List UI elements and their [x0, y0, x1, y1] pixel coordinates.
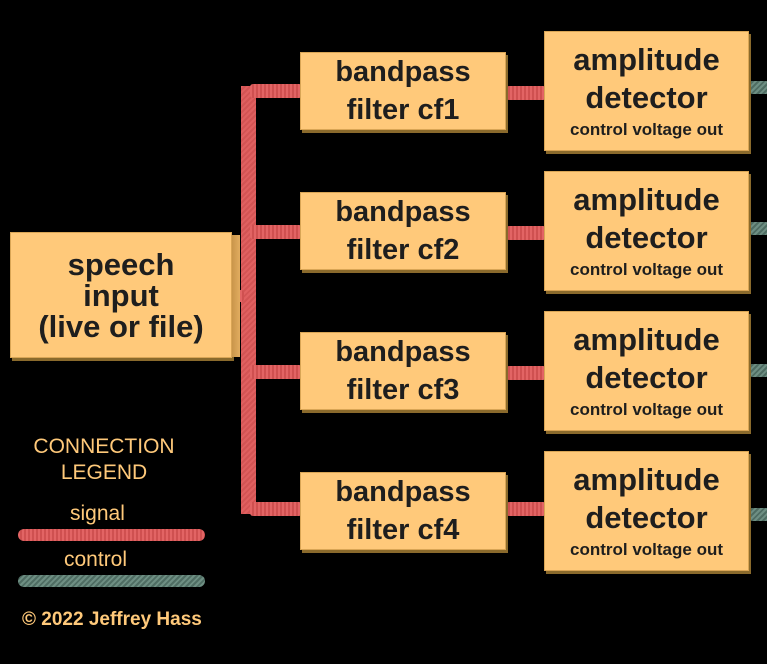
detector-label-line-1: amplitude [573, 462, 720, 497]
control-wire-out-3 [749, 364, 767, 377]
filter-label-line-1: bandpass [335, 56, 471, 88]
detector-label-line-2: detector [585, 500, 708, 535]
detector-sublabel: control voltage out [570, 260, 723, 279]
signal-bus-vertical [241, 86, 256, 514]
detector-label-line-2: detector [585, 220, 708, 255]
amplitude-detector-4: amplitude detector control voltage out [544, 451, 749, 571]
filter-label-line-2: filter cf3 [346, 374, 460, 406]
legend-control-swatch [18, 575, 205, 587]
filter-label-line-2: filter cf2 [346, 234, 460, 266]
filter-label-line-1: bandpass [335, 196, 471, 228]
filter-label-line-2: filter cf1 [346, 94, 460, 126]
detector-label-line-2: detector [585, 80, 708, 115]
signal-wire-to-filter-3 [250, 365, 302, 379]
legend-title: CONNECTION LEGEND [24, 434, 184, 486]
signal-wire-to-filter-4 [250, 502, 302, 516]
speech-input-line-3: (live or file) [38, 308, 204, 344]
signal-wire-filter1-detector1 [506, 86, 546, 100]
legend-title-line-1: CONNECTION [33, 435, 175, 458]
control-wire-out-1 [749, 81, 767, 94]
detector-label-line-1: amplitude [573, 42, 720, 77]
filter-label-line-1: bandpass [335, 476, 471, 508]
filter-label-line-2: filter cf4 [346, 514, 460, 546]
legend-signal-swatch [18, 529, 205, 541]
filter-label-line-1: bandpass [335, 336, 471, 368]
legend-control-label: control [64, 548, 128, 571]
copyright-text: © 2022 Jeffrey Hass [22, 609, 202, 630]
bandpass-filter-1: bandpass filter cf1 [300, 52, 506, 130]
signal-wire-filter4-detector4 [506, 502, 546, 516]
detector-sublabel: control voltage out [570, 120, 723, 139]
detector-sublabel: control voltage out [570, 400, 723, 419]
legend-title-line-2: LEGEND [60, 461, 148, 484]
legend-signal-label: signal [70, 502, 125, 525]
amplitude-detector-2: amplitude detector control voltage out [544, 171, 749, 291]
detector-label-line-2: detector [585, 360, 708, 395]
speech-input-block: speech input (live or file) [10, 232, 240, 358]
signal-wire-to-filter-2 [250, 225, 302, 239]
speech-input-line-1: speech [67, 246, 175, 282]
amplitude-detector-1: amplitude detector control voltage out [544, 31, 749, 151]
detector-sublabel: control voltage out [570, 540, 723, 559]
amplitude-detector-3: amplitude detector control voltage out [544, 311, 749, 431]
signal-wire-filter3-detector3 [506, 366, 546, 380]
bandpass-filter-3: bandpass filter cf3 [300, 332, 506, 410]
signal-wire-filter2-detector2 [506, 226, 546, 240]
bandpass-filter-4: bandpass filter cf4 [300, 472, 506, 550]
control-wire-out-2 [749, 222, 767, 235]
signal-wire-to-filter-1 [250, 84, 302, 98]
detector-label-line-1: amplitude [573, 322, 720, 357]
bandpass-filter-2: bandpass filter cf2 [300, 192, 506, 270]
speech-input-line-2: input [83, 277, 159, 313]
detector-label-line-1: amplitude [573, 182, 720, 217]
control-wire-out-4 [749, 508, 767, 521]
